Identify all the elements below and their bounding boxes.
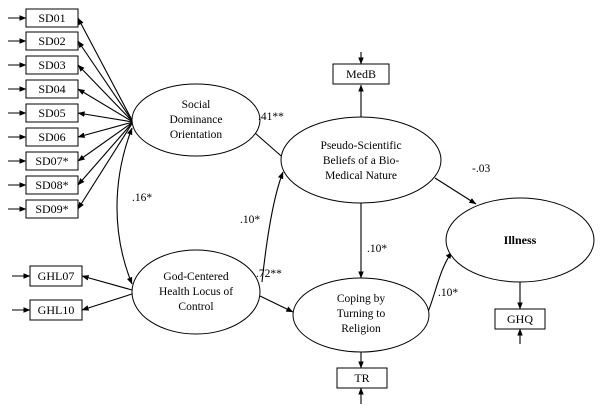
- coef-ghl-psb: .10*: [240, 214, 260, 226]
- loading-sdo-9: [77, 121, 134, 210]
- loading-ghl07: [81, 275, 133, 291]
- indicator-medb: MedB: [332, 63, 390, 85]
- ctr-line-2: Turning to: [337, 308, 386, 320]
- loading-sdo-5: [77, 111, 134, 123]
- correlation-sdo-ghl: [116, 127, 133, 285]
- path-ghl-ctr: [259, 295, 294, 313]
- sdo-line-3: Orientation: [170, 129, 223, 141]
- psb-line-1: Pseudo-Scientific: [320, 140, 401, 152]
- loading-sdo-4: [77, 88, 134, 123]
- indicator-sd01: SD01: [25, 8, 79, 28]
- indicator-sd03: SD03: [25, 55, 79, 75]
- indicator-ghl10: GHL10: [29, 299, 83, 321]
- path-psb-illness: [434, 177, 477, 205]
- indicator-medb-label: MedB: [346, 67, 376, 81]
- indicator-sd02-label: SD02: [38, 34, 65, 48]
- psb-line-2: Beliefs of a Bio-: [323, 155, 399, 167]
- indicator-sd09: SD09*: [25, 199, 79, 219]
- indicator-sd08: SD08*: [25, 175, 79, 195]
- indicator-ghl10-label: GHL10: [38, 303, 75, 317]
- indicator-ghq: GHQ: [494, 308, 546, 330]
- indicator-sd07: SD07*: [25, 151, 79, 171]
- loading-sdo-3: [77, 64, 134, 123]
- indicator-sd06: SD06: [25, 127, 79, 147]
- path-ctr-illness: [427, 251, 453, 313]
- latent-pseudo-scientific-beliefs: Pseudo-Scientific Beliefs of a Bio- Medi…: [280, 116, 442, 204]
- coef-sdo-psb: .41**: [258, 111, 284, 123]
- loading-sdo-8: [77, 121, 134, 186]
- latent-god-centered-health-locus: God-Centered Health Locus of Control: [131, 249, 261, 335]
- coef-psb-ill: -.03: [472, 163, 490, 175]
- indicator-sd04: SD04: [25, 79, 79, 99]
- loading-sdo-2: [77, 40, 134, 123]
- indicator-sd03-label: SD03: [38, 58, 65, 72]
- coef-ghl-ctr: .72**: [256, 268, 282, 280]
- loading-sdo-6: [77, 121, 134, 138]
- sdo-line-2: Dominance: [169, 114, 222, 126]
- ghl-indicators: GHL07 GHL10: [29, 265, 83, 321]
- latent-social-dominance-orientation: Social Dominance Orientation: [131, 83, 261, 157]
- loading-sdo-1: [77, 17, 134, 123]
- indicator-sd07-label: SD07*: [35, 154, 68, 168]
- sdo-indicators: SD01 SD02 SD03 SD04 SD05 SD06 SD07* SD08…: [25, 8, 79, 219]
- indicator-sd08-label: SD08*: [35, 178, 68, 192]
- diagram-lines: [8, 15, 523, 404]
- ghl-line-1: God-Centered: [163, 271, 228, 283]
- path-ghl-psb: [261, 171, 284, 283]
- ghl-line-3: Control: [178, 301, 213, 313]
- indicator-sd06-label: SD06: [38, 130, 65, 144]
- latent-illness: Illness: [445, 197, 595, 283]
- coef-ctr-ill: .10*: [438, 287, 458, 299]
- indicator-tr-label: TR: [354, 371, 369, 385]
- coef-sdo-ghl: .16*: [132, 192, 152, 204]
- latent-coping-turning-religion: Coping by Turning to Religion: [292, 277, 430, 353]
- illness-label: Illness: [504, 233, 537, 247]
- indicator-ghl07-label: GHL07: [38, 269, 75, 283]
- psb-line-3: Medical Nature: [325, 170, 397, 182]
- indicator-sd01-label: SD01: [38, 11, 65, 25]
- ghl-line-2: Health Locus of: [159, 286, 233, 298]
- indicator-ghq-label: GHQ: [507, 312, 533, 326]
- indicator-tr: TR: [336, 367, 388, 389]
- indicator-sd04-label: SD04: [38, 82, 65, 96]
- coef-psb-ctr: .10*: [367, 243, 387, 255]
- indicator-ghl07: GHL07: [29, 265, 83, 287]
- indicator-sd09-label: SD09*: [35, 202, 68, 216]
- ctr-line-1: Coping by: [337, 293, 385, 305]
- loading-ghl10: [81, 293, 133, 311]
- indicator-sd05: SD05: [25, 103, 79, 123]
- loading-sdo-7: [77, 121, 134, 162]
- sdo-line-1: Social: [182, 99, 211, 111]
- indicator-sd05-label: SD05: [38, 106, 65, 120]
- ctr-line-3: Religion: [341, 323, 381, 335]
- indicator-sd02: SD02: [25, 31, 79, 51]
- path-coefficients: .41** .16* .10* .72** .10* -.03 .10*: [132, 111, 490, 299]
